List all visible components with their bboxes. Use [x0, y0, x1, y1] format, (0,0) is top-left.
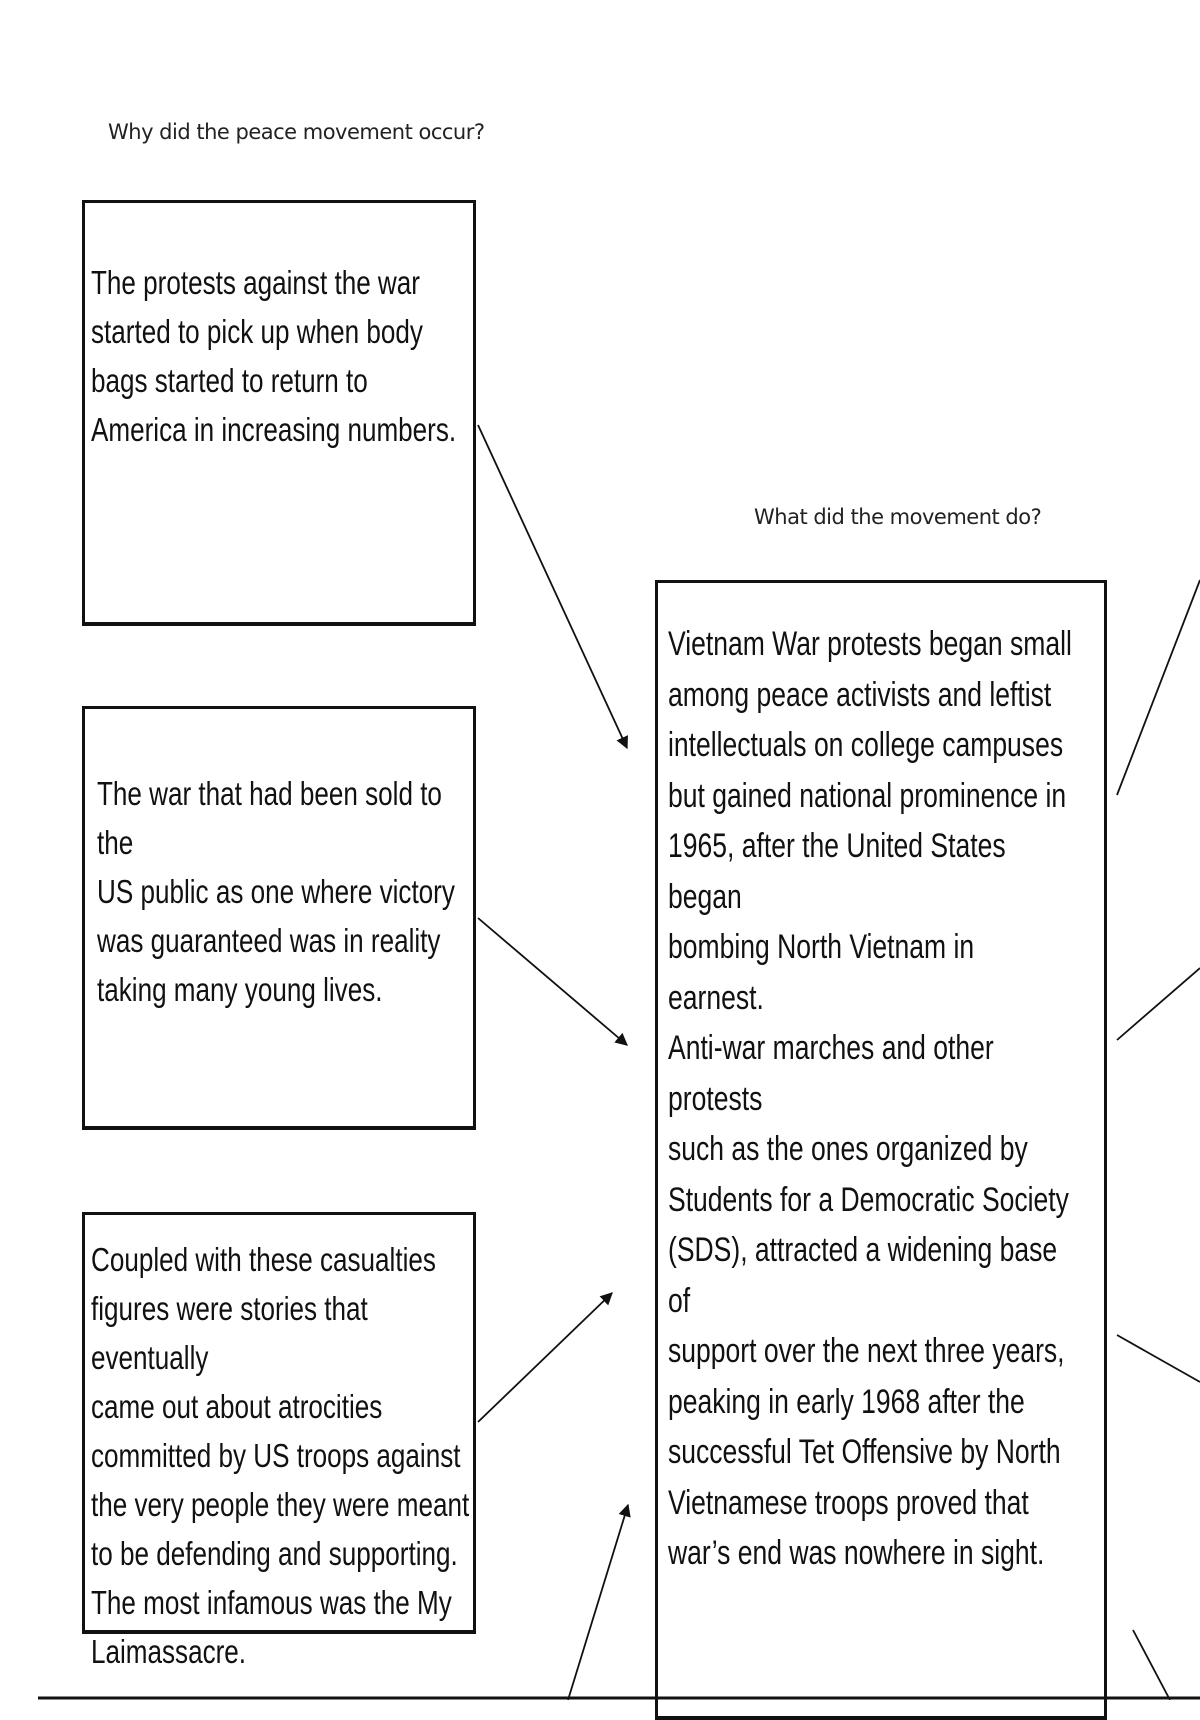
cause-box-1: The protests against the war started to …	[82, 200, 476, 626]
cause-text-3: Coupled with these casualties figures we…	[91, 1241, 470, 1670]
cause-text-2: The war that had been sold to the US pub…	[97, 775, 455, 1008]
why-heading: Why did the peace movement occur?	[108, 120, 485, 144]
arrow-bottom	[567, 1503, 631, 1700]
line-right-2	[1116, 967, 1200, 1041]
cause-box-2: The war that had been sold to the US pub…	[82, 706, 476, 1130]
cause-box-3: Coupled with these casualties figures we…	[82, 1212, 476, 1670]
movement-box: Vietnam War protests began small among p…	[655, 580, 1107, 1720]
line-right-1	[1116, 579, 1200, 796]
arrow-cause-2	[477, 917, 628, 1046]
line-right-4	[1132, 1629, 1171, 1700]
cause-text-1: The protests against the war started to …	[91, 264, 457, 448]
what-heading: What did the movement do?	[754, 505, 1042, 529]
arrow-cause-1	[477, 424, 628, 750]
line-right-3	[1116, 1334, 1200, 1383]
movement-text: Vietnam War protests began small among p…	[668, 625, 1072, 1572]
arrow-cause-3	[477, 1292, 613, 1423]
